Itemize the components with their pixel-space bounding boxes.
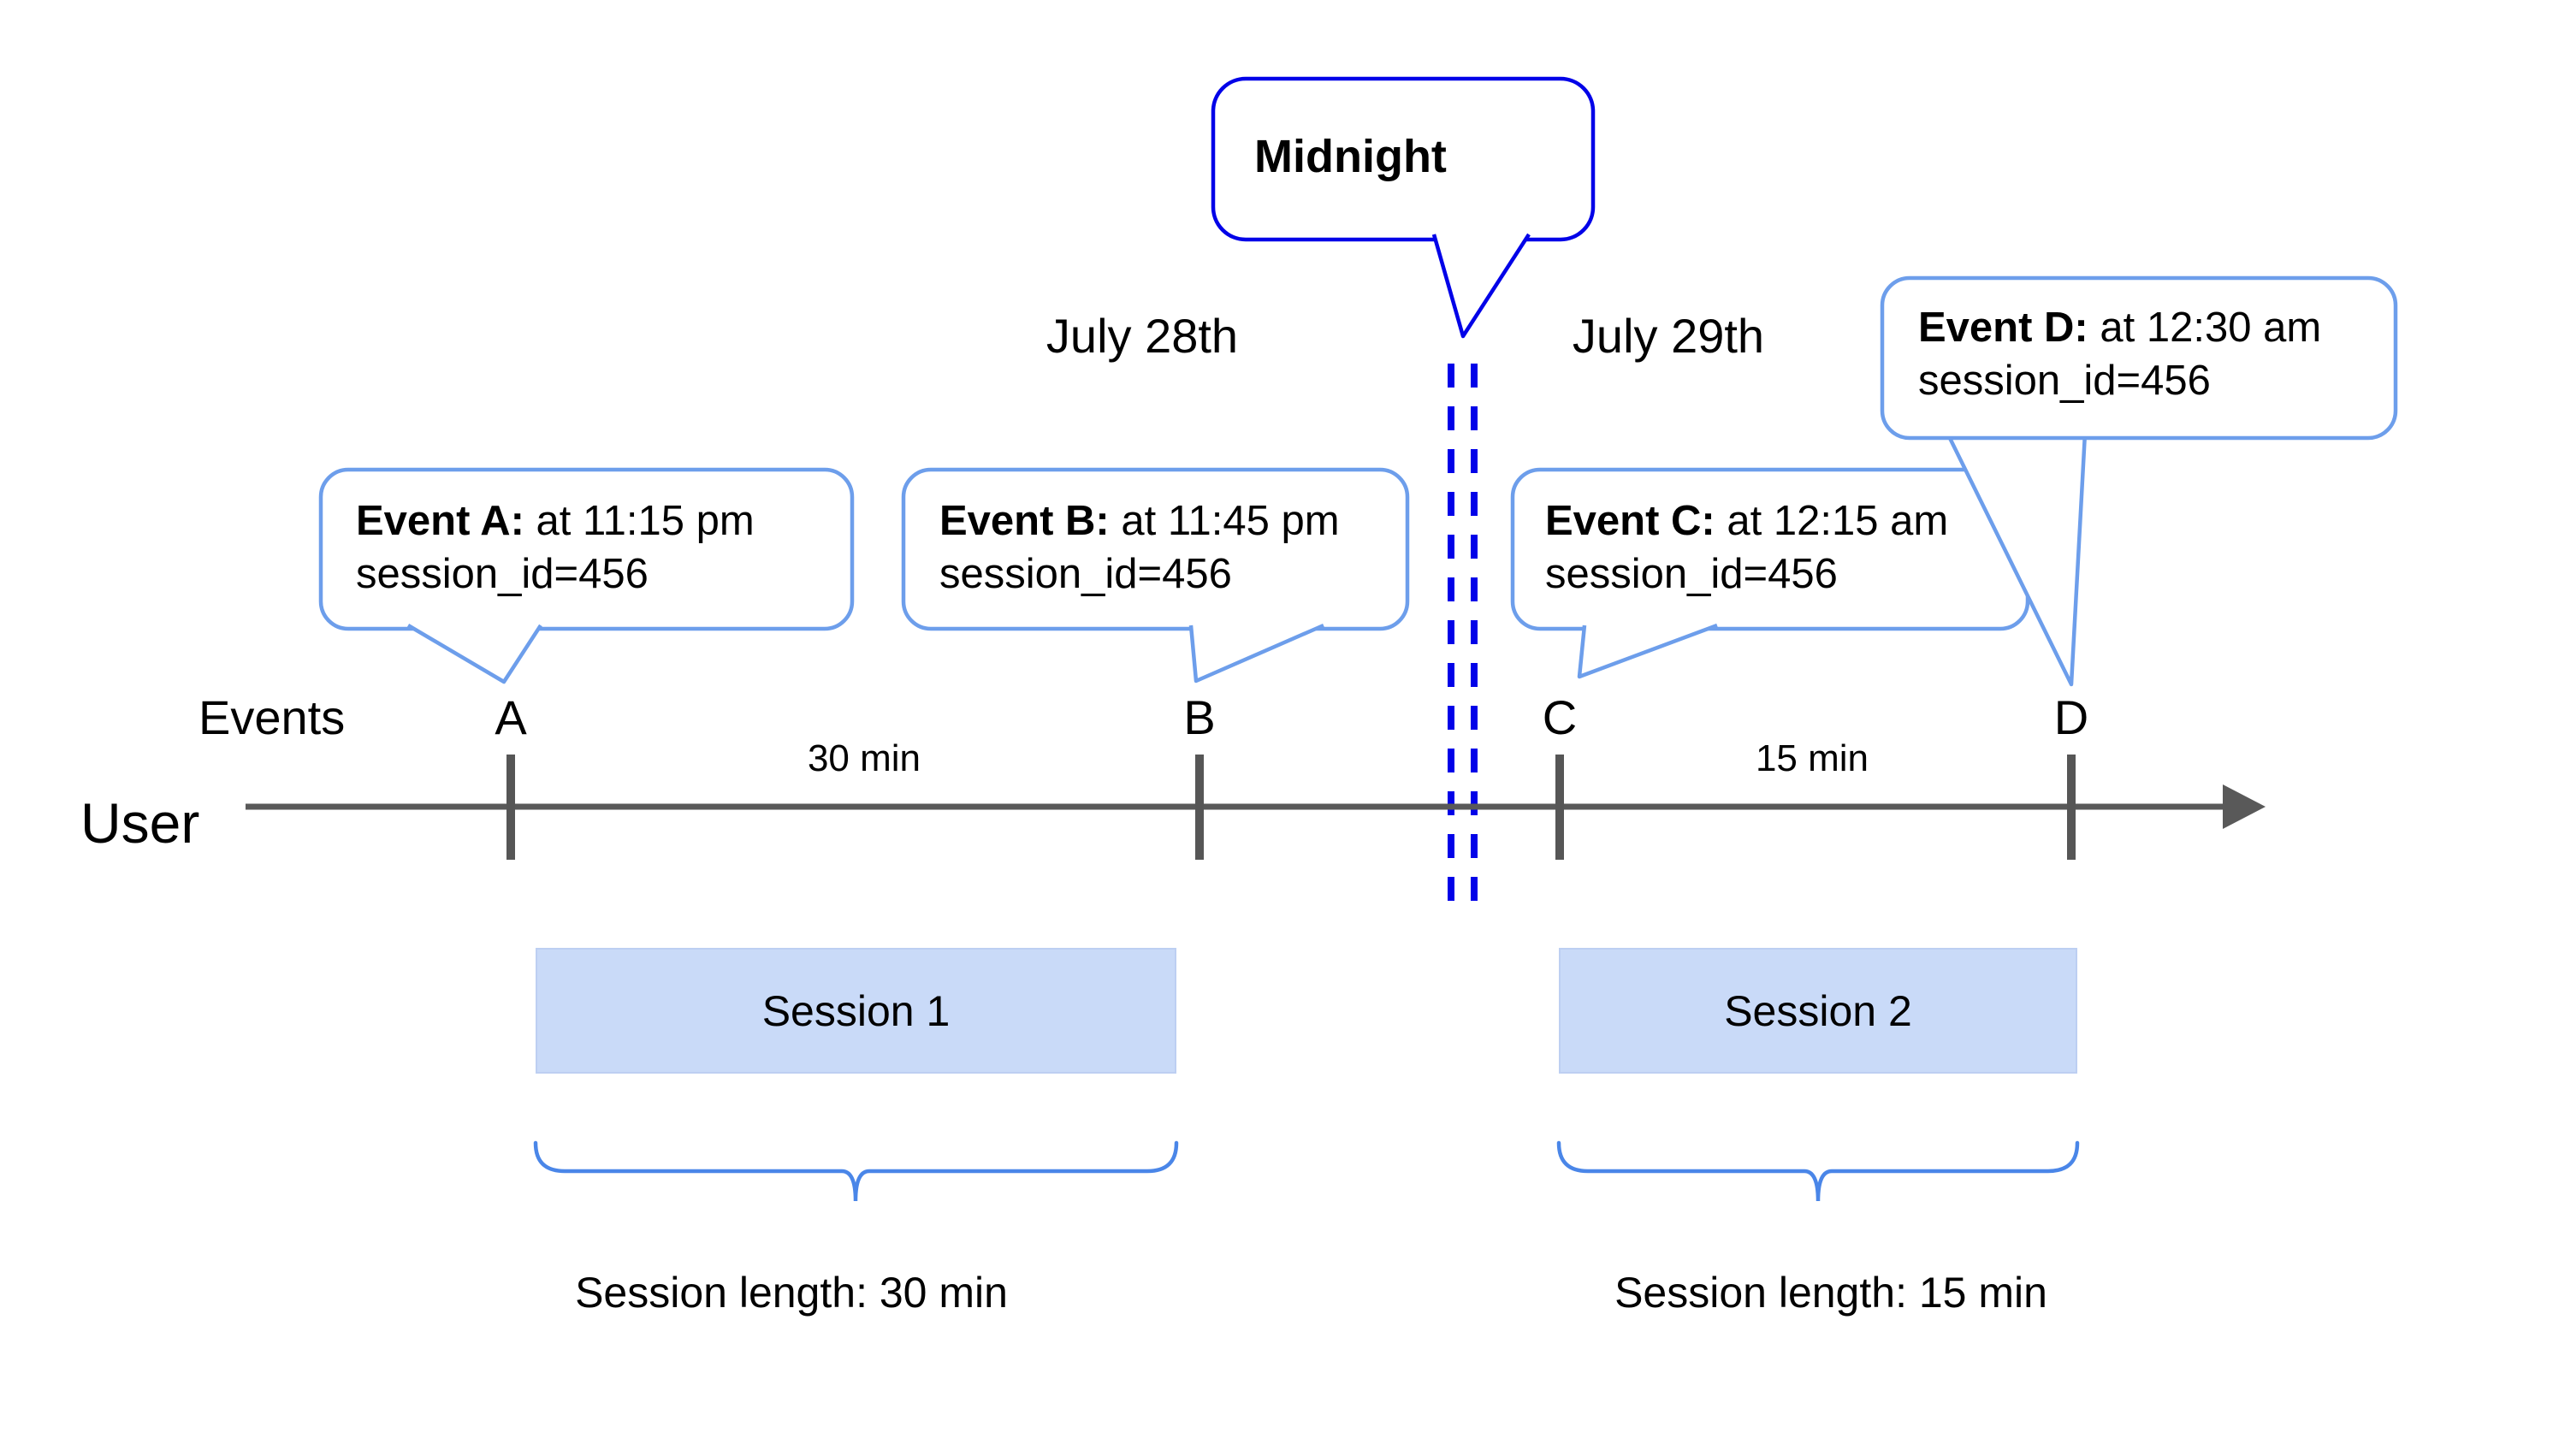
session-2-label: Session 2 (1724, 986, 1912, 1035)
session-2-brace (1556, 1140, 2080, 1202)
session-1-label: Session 1 (761, 986, 951, 1035)
event-b-session: session_id=456 (939, 551, 1232, 597)
event-c-session: session_id=456 (1545, 551, 1838, 597)
event-b-callout: Event B: at 11:45 pm session_id=456 (939, 494, 1340, 601)
event-d-bubble (1880, 275, 2398, 441)
event-c-line1: Event C: at 12:15 am (1545, 494, 1948, 547)
event-d-callout-shape (1880, 275, 2398, 687)
session-length-2-label: Session length: 15 min (1614, 1269, 2047, 1317)
interval-label-15min: 15 min (1755, 737, 1869, 779)
event-letter-b: B (1183, 690, 1216, 744)
timeline-arrowhead-icon (2223, 784, 2266, 829)
event-d-callout: Event D: at 12:30 am session_id=456 (1918, 301, 2321, 407)
event-b-bubble (901, 467, 1410, 631)
tick-c (1555, 755, 1564, 860)
event-b-bubble-tail (1188, 623, 1324, 684)
midnight-bubble (1211, 76, 1596, 242)
tick-a (506, 755, 515, 860)
tick-b (1195, 755, 1204, 860)
interval-label-30min: 30 min (807, 737, 921, 779)
midnight-bubble-tail (1431, 233, 1531, 339)
events-label: Events (198, 690, 346, 744)
tick-d (2067, 755, 2076, 860)
event-a-bubble (318, 467, 855, 631)
timeline-axis (246, 755, 2266, 860)
event-b-time: at 11:45 pm (1109, 498, 1340, 544)
event-a-callout: Event A: at 11:15 pm session_id=456 (356, 494, 755, 601)
event-c-bubble-tail (1577, 623, 1718, 679)
session-length-1-label: Session length: 30 min (575, 1269, 1008, 1317)
event-c-callout: Event C: at 12:15 am session_id=456 (1545, 494, 1948, 601)
event-b-line1: Event B: at 11:45 pm (939, 494, 1340, 547)
user-label: User (80, 791, 200, 855)
session-1-brace (533, 1140, 1179, 1202)
event-d-bubble-tail (1945, 432, 2088, 687)
event-d-name: Event D: (1918, 305, 2088, 351)
midnight-divider-lines (1448, 364, 1478, 918)
event-c-time: at 12:15 am (1715, 498, 1949, 544)
date-label-july-28: July 28th (1045, 309, 1239, 363)
event-d-time: at 12:30 am (2088, 305, 2322, 351)
session-2-box: Session 2 (1559, 948, 2077, 1074)
session-1-box: Session 1 (536, 948, 1176, 1074)
event-letter-a: A (495, 690, 527, 744)
event-a-bubble-tail (406, 624, 542, 684)
event-letter-c: C (1542, 690, 1578, 744)
event-letter-d: D (2053, 690, 2089, 744)
event-d-session: session_id=456 (1918, 358, 2211, 404)
event-a-line1: Event A: at 11:15 pm (356, 494, 755, 547)
event-d-line1: Event D: at 12:30 am (1918, 301, 2321, 354)
event-a-name: Event A: (356, 498, 524, 544)
event-b-name: Event B: (939, 498, 1110, 544)
event-a-time: at 11:15 pm (524, 498, 755, 544)
midnight-callout-shape (1211, 76, 1596, 339)
event-a-callout-shape (318, 467, 855, 684)
event-b-callout-shape (901, 467, 1410, 684)
date-label-july-29: July 29th (1572, 309, 1765, 363)
event-a-session: session_id=456 (356, 551, 649, 597)
midnight-label: Midnight (1254, 131, 1447, 182)
event-c-name: Event C: (1545, 498, 1715, 544)
